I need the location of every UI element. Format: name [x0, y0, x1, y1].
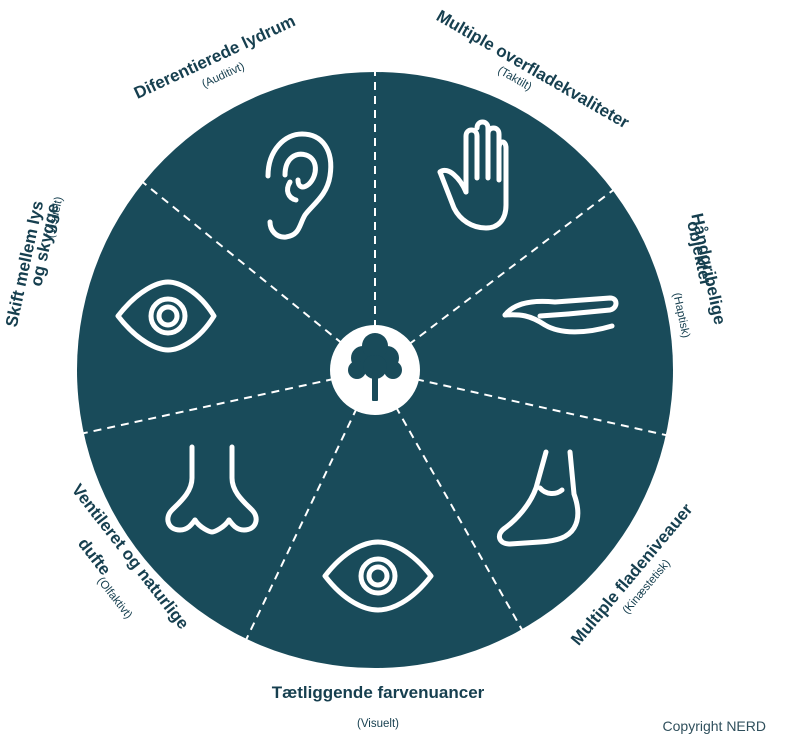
open-palm-icon	[502, 295, 619, 335]
copyright-notice: Copyright NERD	[662, 718, 766, 734]
tree-icon	[348, 333, 402, 401]
eye-icon	[115, 279, 217, 353]
segment-label-visual-bottom: Tætliggende farvenuancer	[272, 683, 485, 702]
eye-icon	[322, 539, 434, 613]
hand-icon	[437, 119, 509, 231]
segment-dividers	[79, 72, 671, 643]
nose-icon	[165, 444, 259, 535]
ear-icon	[265, 131, 334, 240]
segment-sub-olfactory: (Olfaktivt)	[94, 575, 134, 621]
foot-icon	[496, 449, 581, 547]
segment-sub-haptic: (Haptisk)	[670, 292, 691, 340]
segment-sub-visual-bottom: (Visuelt)	[357, 718, 399, 730]
segment-label-auditive: Diferentierede lydrum	[131, 11, 298, 102]
center-badge	[330, 325, 420, 415]
